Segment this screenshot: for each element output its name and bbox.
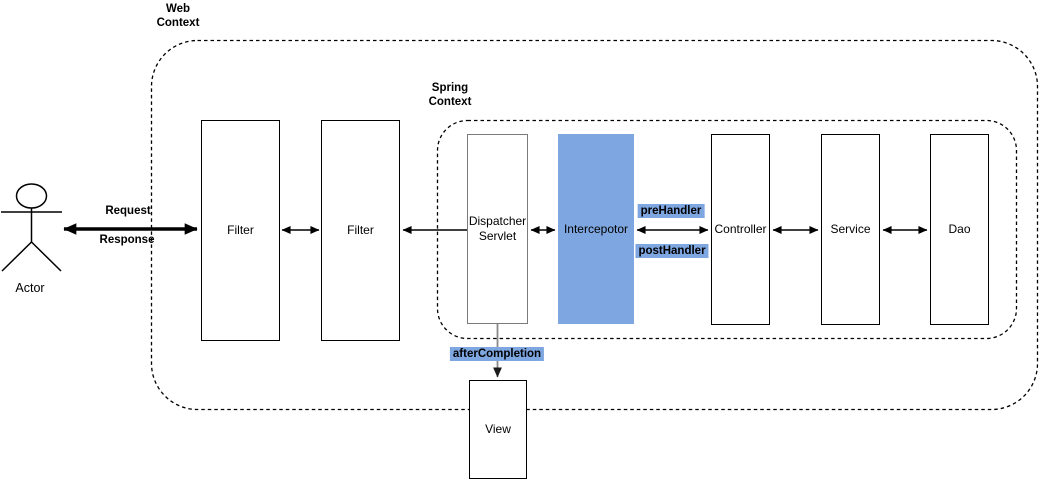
post-handler-label: postHandler [635, 244, 709, 258]
dispatcher-servlet-label: Dispatcher Servlet [468, 214, 527, 243]
controller-box: Controller [711, 134, 770, 325]
dao-box: Dao [930, 134, 989, 325]
view-label: View [485, 422, 511, 436]
request-label: Request [105, 205, 151, 217]
dao-label: Dao [948, 222, 971, 236]
spring-context-label: Spring Context [428, 82, 472, 109]
service-label: Service [830, 222, 871, 236]
filter1-label: Filter [227, 223, 254, 237]
controller-label: Controller [714, 222, 767, 236]
spring-context-boundary [436, 119, 1018, 340]
actor-left-leg [1, 241, 33, 272]
after-completion-label: afterCompletion [449, 347, 545, 361]
interceptor-box: Intercepotor [558, 134, 634, 324]
view-box: View [469, 380, 527, 479]
actor-right-leg [30, 241, 62, 272]
response-label: Response [99, 234, 155, 246]
filter1-box: Filter [201, 120, 280, 341]
dispatcher-servlet-box: Dispatcher Servlet [467, 134, 528, 324]
pre-handler-label: preHandler [637, 204, 705, 218]
interceptor-label: Intercepotor [563, 221, 629, 236]
actor-label: Actor [15, 281, 45, 295]
actor-figure [1, 183, 62, 272]
filter2-label: Filter [347, 223, 374, 237]
web-context-label: Web Context [156, 3, 200, 30]
service-box: Service [821, 134, 880, 325]
filter2-box: Filter [321, 120, 400, 341]
actor-head [15, 183, 48, 209]
